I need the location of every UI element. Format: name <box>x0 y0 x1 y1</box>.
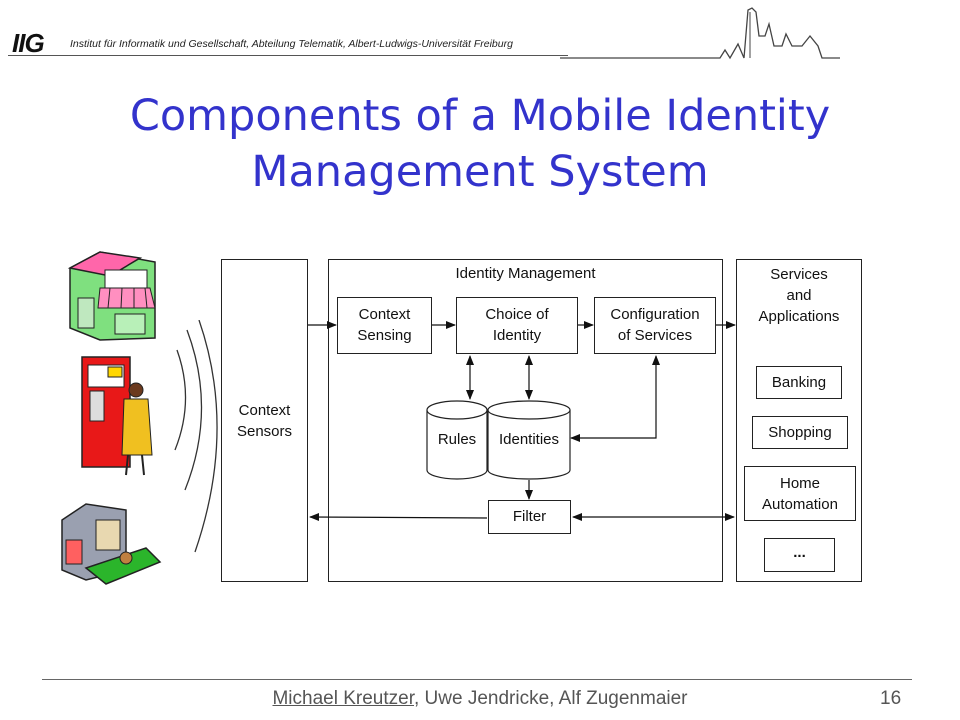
context-sensing-box <box>337 297 432 354</box>
services-line-2: and <box>786 287 812 304</box>
identities-cylinder <box>487 400 571 480</box>
rules-cylinder <box>426 400 488 480</box>
page-number: 16 <box>880 688 902 709</box>
home-automation-box <box>744 466 856 521</box>
arrow-config-identities <box>570 355 660 442</box>
cathedral-skyline-icon <box>560 7 840 60</box>
footer-divider <box>42 679 912 680</box>
header-divider <box>8 55 568 56</box>
arrow-filter-sensors <box>309 513 488 522</box>
shop-building-icon <box>67 251 156 341</box>
filter-label: Filter <box>512 508 547 525</box>
context-sensors-line-2: Sensors <box>236 423 293 440</box>
grocery-store-icon <box>61 503 162 585</box>
institute-name: Institut für Informatik und Gesellschaft… <box>70 38 513 50</box>
context-sensing-line-1: Context <box>358 306 411 323</box>
authors-rest: , Uwe Jendricke, Alf Zugenmaier <box>414 688 688 709</box>
choice-of-identity-label: Choice of Identity <box>456 304 578 346</box>
filter-box <box>488 500 571 534</box>
configuration-of-services-box <box>594 297 716 354</box>
context-sensing-label: Context Sensing <box>337 304 432 346</box>
context-sensing-line-2: Sensing <box>357 327 412 344</box>
context-sensors-line-1: Context <box>238 402 291 419</box>
title-line-1: Components of a Mobile Identity <box>129 91 831 141</box>
banking-box <box>756 366 842 399</box>
context-sensors-label: Context Sensors <box>221 400 308 442</box>
more-services-box <box>764 538 835 572</box>
more-services-label: ... <box>793 544 806 561</box>
choice-line-1: Choice of <box>485 306 549 323</box>
config-line-2: of Services <box>617 327 693 344</box>
configuration-of-services-label: Configuration of Services <box>594 304 716 346</box>
home-line-2: Automation <box>762 496 838 513</box>
services-applications-label: Services and Applications <box>736 264 862 327</box>
identities-label: Identities <box>498 431 560 448</box>
home-line-1: Home <box>779 475 820 492</box>
services-line-1: Services <box>770 266 828 283</box>
iig-logo: IIG <box>12 28 45 58</box>
choice-line-2: Identity <box>492 327 542 344</box>
identity-management-label: Identity Management <box>455 265 596 282</box>
shopping-box <box>752 416 848 449</box>
banking-label: Banking <box>771 374 827 391</box>
services-line-3: Applications <box>758 308 840 325</box>
vending-machine-person-icon <box>81 356 153 476</box>
config-line-1: Configuration <box>610 306 700 323</box>
context-sensors-box <box>221 259 308 582</box>
choice-of-identity-box <box>456 297 578 354</box>
slide-title: Components of a Mobile Identity Manageme… <box>60 88 900 200</box>
wireless-signal-icon <box>174 320 218 553</box>
shopping-label: Shopping <box>768 424 832 441</box>
title-line-2: Management System <box>251 147 709 197</box>
home-automation-label: Home Automation <box>744 473 856 515</box>
rules-label: Rules <box>437 431 477 448</box>
author-link[interactable]: Michael Kreutzer <box>272 688 414 709</box>
footer-authors: Michael Kreutzer, Uwe Jendricke, Alf Zug… <box>230 688 730 710</box>
